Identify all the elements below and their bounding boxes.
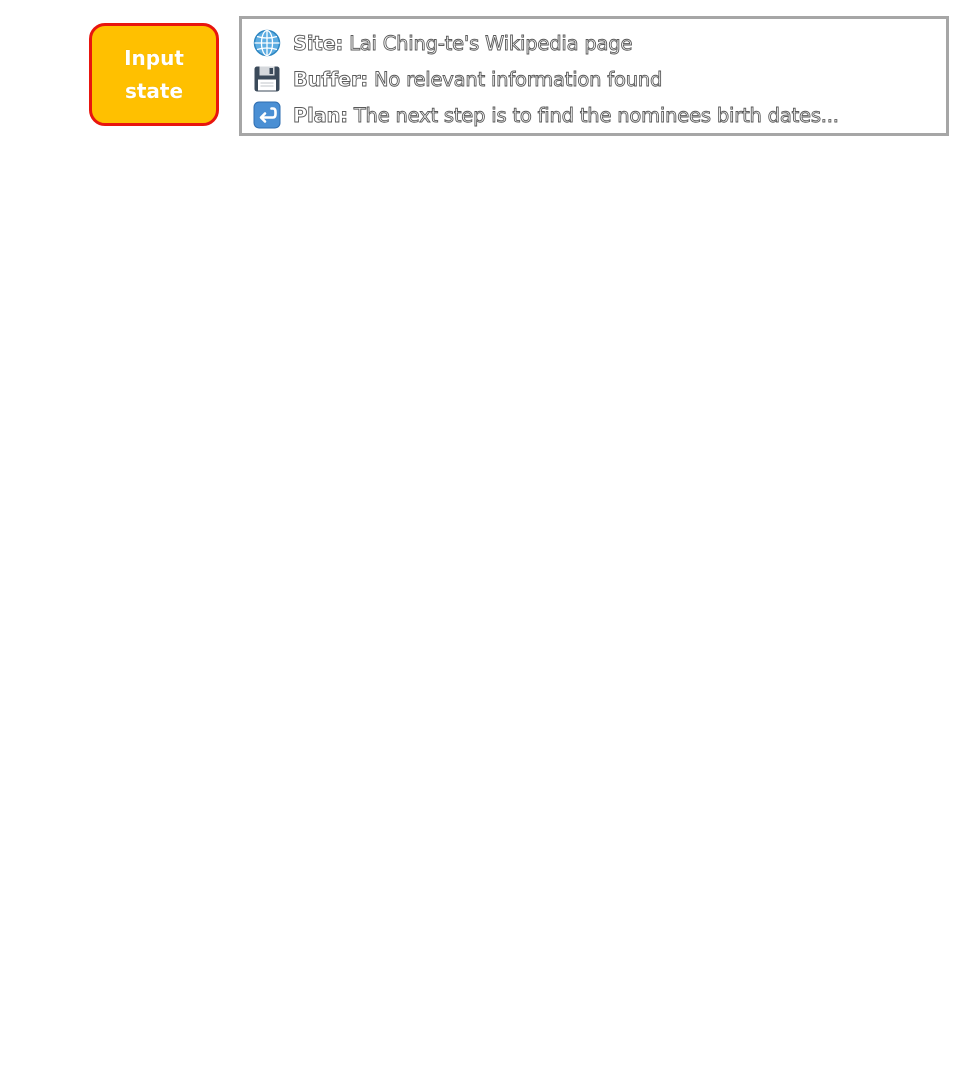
plan-row: Plan: The next step is to find the nomin… — [252, 100, 839, 130]
site-key: Site: — [293, 31, 344, 55]
buffer-value: No relevant information found — [367, 67, 663, 91]
site-value: Lai Ching-te's Wikipedia page — [343, 31, 633, 55]
plan-value: The next step is to find the nominees bi… — [347, 103, 839, 127]
plan-key: Plan: — [293, 103, 349, 127]
state-panel: Site: Lai Ching-te's Wikipedia page Buff… — [239, 16, 949, 136]
buffer-key: Buffer: — [293, 67, 369, 91]
input-state-label-line2: state — [124, 78, 184, 103]
buffer-text: Buffer: No relevant information found — [293, 67, 663, 91]
input-state-label-line1: Input — [124, 45, 184, 70]
site-row: Site: Lai Ching-te's Wikipedia page — [252, 28, 633, 58]
buffer-row: Buffer: No relevant information found — [252, 64, 663, 94]
globe-icon — [252, 28, 282, 58]
plan-text: Plan: The next step is to find the nomin… — [293, 103, 840, 127]
input-state-box: Input state — [89, 23, 219, 126]
return-arrow-icon — [252, 100, 282, 130]
site-text: Site: Lai Ching-te's Wikipedia page — [293, 31, 633, 55]
floppy-disk-icon — [252, 64, 282, 94]
